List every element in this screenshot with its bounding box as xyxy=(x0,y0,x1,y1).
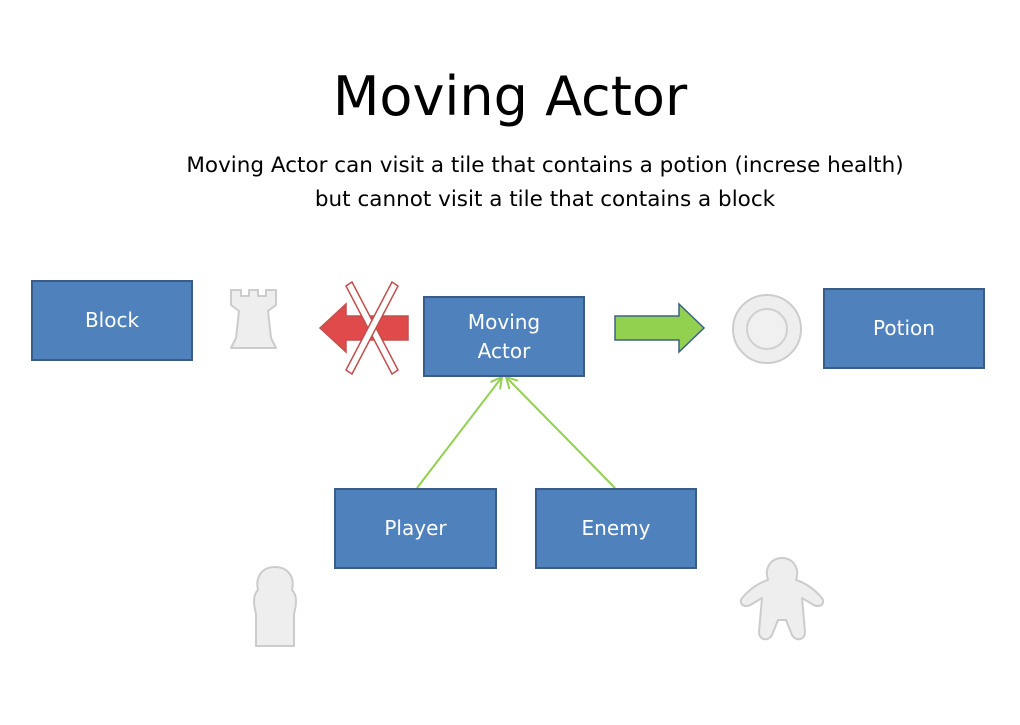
person-icon xyxy=(739,557,825,641)
block-node: Block xyxy=(31,280,193,361)
description-line-2: but cannot visit a tile that contains a … xyxy=(314,187,776,212)
rook-icon xyxy=(230,289,277,349)
potion-node: Potion xyxy=(823,288,985,369)
potion-coin-icon xyxy=(732,294,802,364)
forbidden-arrow xyxy=(318,302,409,354)
description-line-1: Moving Actor can visit a tile that conta… xyxy=(186,153,904,178)
forbidden-cross-icon xyxy=(345,280,399,376)
player-node: Player xyxy=(334,488,497,569)
page-title: Moving Actor xyxy=(332,65,688,128)
player-to-moving-actor-arrow xyxy=(416,377,502,489)
enemy-node: Enemy xyxy=(535,488,697,569)
pawn-icon xyxy=(253,566,297,647)
moving-actor-node: Moving Actor xyxy=(423,296,585,377)
enemy-to-moving-actor-arrow xyxy=(506,377,616,489)
allowed-arrow xyxy=(614,302,706,354)
